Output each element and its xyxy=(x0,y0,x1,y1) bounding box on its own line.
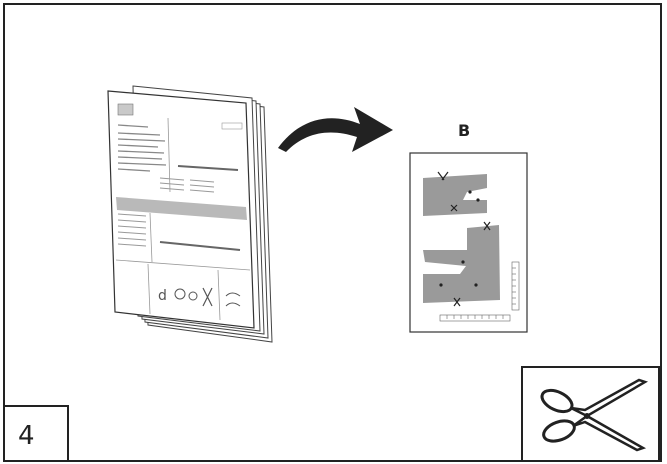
step-number-box: 4 xyxy=(3,405,69,462)
scissors-box xyxy=(521,366,660,462)
sheet-label: B xyxy=(458,121,471,140)
svg-text:d: d xyxy=(158,288,167,304)
illustration-frame xyxy=(3,3,662,462)
step-number: 4 xyxy=(18,421,35,451)
cutout-template-sheet xyxy=(409,152,528,333)
booklet-icon: d xyxy=(107,85,273,343)
scissors-icon xyxy=(540,378,649,452)
curved-arrow-icon xyxy=(278,107,393,152)
